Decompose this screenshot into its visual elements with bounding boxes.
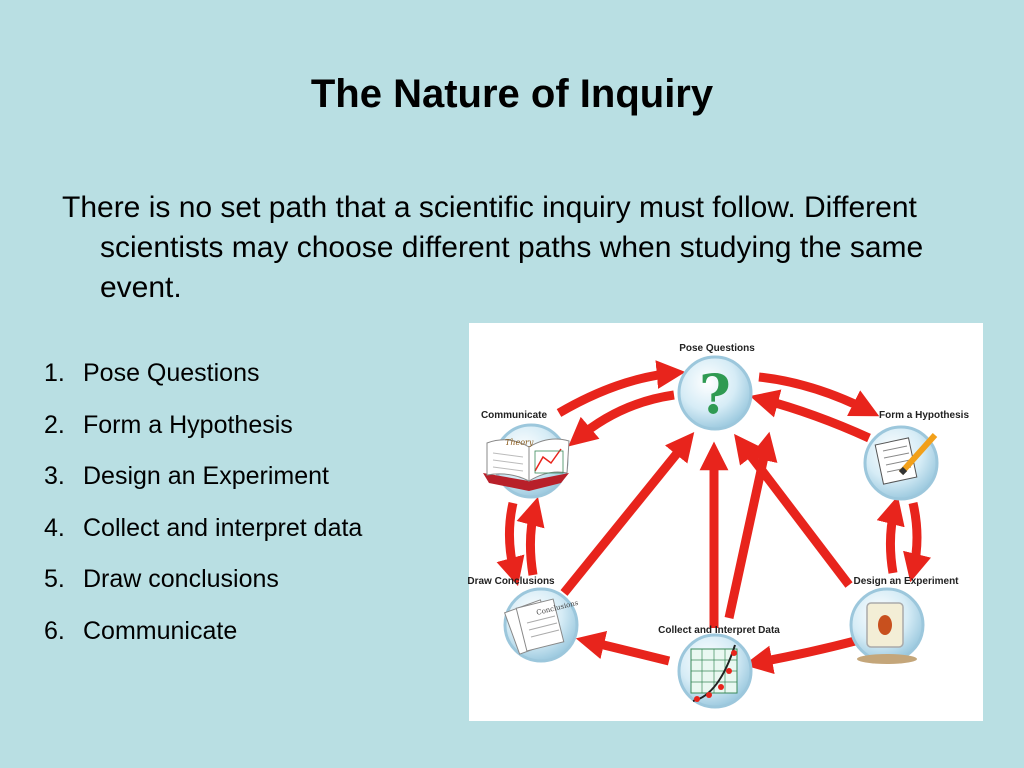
slide-title: The Nature of Inquiry xyxy=(310,72,714,116)
arrow xyxy=(575,630,671,666)
arrow xyxy=(876,495,905,574)
intro-paragraph: There is no set path that a scientific i… xyxy=(62,191,924,304)
arrow xyxy=(556,360,686,417)
beaker-icon xyxy=(849,587,925,664)
arrow xyxy=(734,433,853,588)
list-item: 6.Communicate xyxy=(44,616,238,645)
book-icon: Theory xyxy=(483,423,570,499)
arrow xyxy=(903,501,932,583)
list-item: 1.Pose Questions xyxy=(44,359,260,387)
inquiry-steps-list: 1.Pose Questions 2.Form a Hypothesis 3.D… xyxy=(44,356,362,665)
arrow xyxy=(724,431,778,619)
question-mark-icon: ? xyxy=(677,355,753,431)
arrow xyxy=(516,496,545,576)
node-label-collect-data: Collect and Interpret Data xyxy=(658,625,780,636)
node-label-draw-conclusions: Draw Conclusions xyxy=(467,576,555,587)
book-text: Theory xyxy=(505,438,534,447)
graph-icon xyxy=(677,633,753,709)
diagram-arrows: ? xyxy=(483,355,939,709)
notepad-pencil-icon xyxy=(863,425,939,501)
arrow xyxy=(743,636,857,675)
node-label-form-hypothesis: Form a Hypothesis xyxy=(878,410,970,421)
arrow xyxy=(560,432,695,596)
node-label-pose-questions: Pose Questions xyxy=(679,343,755,354)
list-item: 4.Collect and interpret data xyxy=(44,513,363,542)
inquiry-cycle-diagram: ? xyxy=(467,323,983,721)
node-label-communicate: Communicate xyxy=(480,410,548,421)
arrow xyxy=(568,390,675,447)
arrow xyxy=(749,389,871,443)
list-item: 5.Draw conclusions xyxy=(44,565,279,593)
svg-text:?: ? xyxy=(699,362,731,426)
node-label-design-experiment: Design an Experiment xyxy=(853,576,959,587)
list-item: 2.Form a Hypothesis xyxy=(44,410,293,439)
papers-icon: Conclusions xyxy=(503,587,579,663)
arrow xyxy=(496,501,525,587)
list-item: 3.Design an Experiment xyxy=(44,462,329,490)
cycle-arrows xyxy=(496,360,932,675)
arrow xyxy=(758,372,880,417)
